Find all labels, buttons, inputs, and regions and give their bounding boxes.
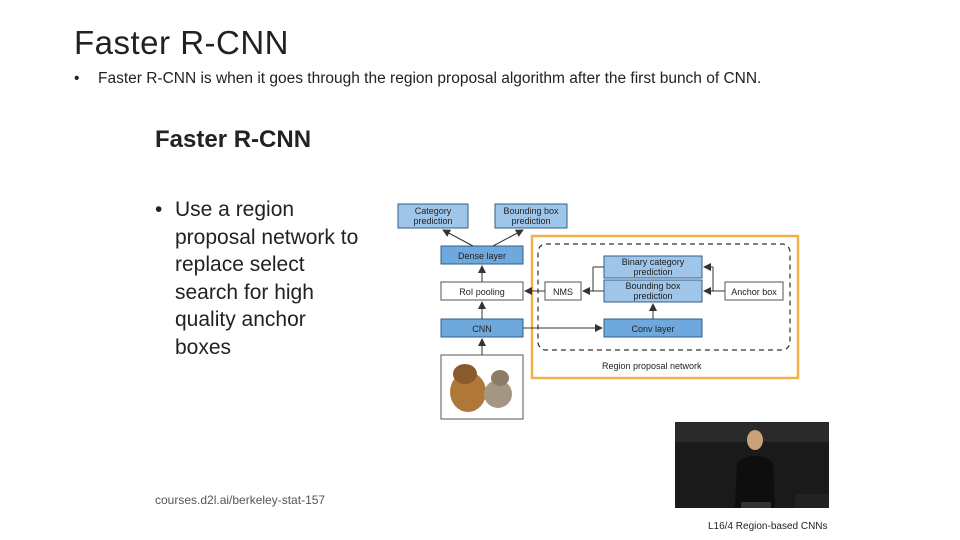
slide-bullet: • Faster R-CNN is when it goes through t…	[74, 70, 761, 88]
cat-head	[491, 370, 509, 386]
lecture-label: L16/4 Region-based CNNs	[708, 521, 828, 532]
binary-category-line2: prediction	[633, 267, 672, 277]
slide-bullet-text: Faster R-CNN is when it goes through the…	[98, 70, 762, 87]
bounding-box-prediction-line2: prediction	[511, 216, 550, 226]
rpn-bounding-box-line1: Bounding box	[625, 281, 681, 291]
lecture-slide-image: Faster R-CNN • Use a region proposal net…	[143, 116, 838, 538]
dense-layer-label: Dense layer	[458, 251, 506, 261]
bullet-marker: •	[155, 198, 163, 221]
cnn-label: CNN	[472, 324, 492, 334]
category-prediction-line1: Category	[415, 206, 452, 216]
rpn-label: Region proposal network	[602, 361, 702, 371]
nms-label: NMS	[553, 287, 573, 297]
category-prediction-line2: prediction	[413, 216, 452, 226]
conv-layer-label: Conv layer	[631, 324, 674, 334]
rpn-dashed-frame	[537, 243, 791, 351]
lecture-slide-bullet: • Use a region proposal network to repla…	[155, 196, 365, 361]
slide-title: Faster R-CNN	[74, 24, 290, 61]
cat-image	[484, 380, 512, 408]
lecture-slide-title: Faster R-CNN	[155, 126, 312, 153]
dense-layer-box	[440, 245, 524, 265]
bullet-marker: •	[74, 70, 80, 87]
dog-head	[453, 364, 477, 384]
faster-rcnn-diagram: Region proposal network Category predict…	[397, 203, 800, 420]
diagram-arrows	[442, 229, 725, 355]
lecture-bullet-text: Use a region proposal network to replace…	[175, 198, 359, 359]
presenter-figure	[675, 422, 829, 508]
binary-category-line1: Binary category	[622, 257, 685, 267]
bounding-box-prediction-line1: Bounding box	[503, 206, 559, 216]
category-prediction-box	[397, 203, 469, 229]
rpn-bounding-box-line2: prediction	[633, 291, 672, 301]
bounding-box-prediction-box	[494, 203, 568, 229]
presenter-video	[675, 422, 829, 508]
roi-pooling-label: RoI pooling	[459, 287, 505, 297]
rpn-outer-frame	[530, 234, 800, 380]
source-url: courses.d2l.ai/berkeley-stat-157	[155, 493, 326, 507]
anchor-box-label: Anchor box	[731, 287, 777, 297]
